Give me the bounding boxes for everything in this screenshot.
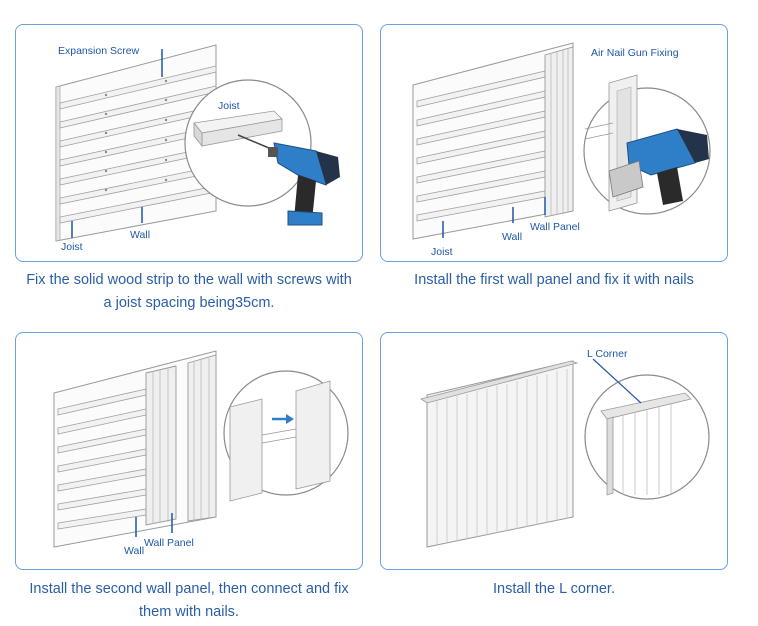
step-1-caption: Fix the solid wood strip to the wall wit… [0,269,378,315]
step-1-illustration: Expansion Screw Joist Joist Wall [15,24,363,262]
l-corner-label: L Corner [587,348,628,360]
step-4-illustration: L Corner [380,332,728,570]
step-3-drawing: Wall Wall Panel [53,350,349,557]
step-3-caption-line2: them with nails. [139,604,239,620]
step-3-caption: Install the second wall panel, then conn… [0,578,378,624]
expansion-screw-label: Expansion Screw [58,45,140,57]
step-1-caption-line1: Fix the solid wood strip to the wall wit… [26,272,352,288]
wall-panel-label: Wall Panel [530,221,580,233]
step-2-illustration: Air Nail Gun Fixing Joist Wall Wall Pane… [380,24,728,262]
wall-label: Wall [130,229,150,241]
air-nail-gun-label: Air Nail Gun Fixing [591,47,679,59]
wall-panel-label: Wall Panel [144,537,194,549]
joist-label: Joist [61,241,83,253]
step-4-drawing: L Corner [420,348,710,548]
step-1-drawing: Expansion Screw Joist Joist Wall [55,44,340,253]
step-4-caption-line1: Install the L corner. [493,581,615,597]
step-1-caption-line2: a joist spacing being35cm. [103,295,275,311]
step-3-caption-line1: Install the second wall panel, then conn… [29,581,349,597]
wall-label: Wall [124,545,144,557]
step-2-caption: Install the first wall panel and fix it … [380,269,728,292]
wall-label: Wall [502,231,522,243]
joist-zoom-label: Joist [218,100,240,112]
step-3-illustration: Wall Wall Panel [15,332,363,570]
step-2-caption-line1: Install the first wall panel and fix it … [414,272,694,288]
step-4-caption: Install the L corner. [380,578,728,601]
step-2-drawing: Air Nail Gun Fixing Joist Wall Wall Pane… [412,42,711,258]
joist-label: Joist [431,246,453,258]
